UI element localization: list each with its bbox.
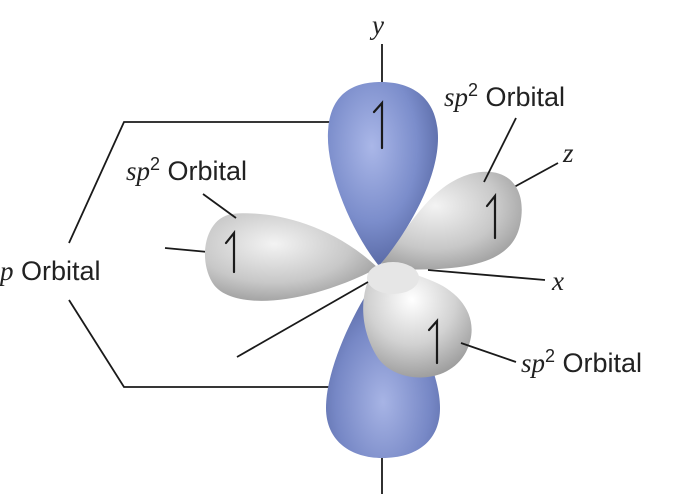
axis-label-y: y bbox=[369, 10, 384, 40]
sign-mark-p-top bbox=[372, 100, 384, 150]
axis-label-z: z bbox=[562, 138, 574, 168]
sp2-orbital-lobe-front bbox=[363, 266, 472, 378]
p-orbital-lobe-bottom bbox=[326, 272, 440, 458]
label-sp2-orbital-bottom: sp2 Orbital bbox=[521, 346, 642, 378]
p-orbital-lobe-top bbox=[327, 82, 438, 266]
x-axis-line-front bbox=[427, 269, 546, 281]
leader-line-sp2-top bbox=[483, 117, 517, 183]
leader-line-sp2-bottom bbox=[460, 342, 517, 363]
axis-label-x: x bbox=[551, 266, 564, 296]
sign-mark-sp2-front bbox=[427, 318, 439, 365]
label-p-orbital: p Orbital bbox=[0, 256, 101, 286]
sp2-orbital-lobe-left bbox=[204, 213, 378, 301]
p-orbital-bracket bbox=[68, 121, 335, 388]
label-sp2-orbital-left: sp2 Orbital bbox=[126, 154, 247, 186]
nucleus-center bbox=[367, 262, 419, 294]
sign-mark-sp2-right bbox=[485, 192, 497, 240]
z-axis-line-front bbox=[236, 281, 369, 358]
x-axis-line-back bbox=[164, 247, 209, 253]
sp2-orbital-lobe-right bbox=[378, 171, 522, 270]
label-sp2-orbital-top: sp2 Orbital bbox=[444, 80, 565, 112]
sign-mark-sp2-left bbox=[224, 229, 236, 274]
leader-line-sp2-left bbox=[202, 193, 237, 219]
